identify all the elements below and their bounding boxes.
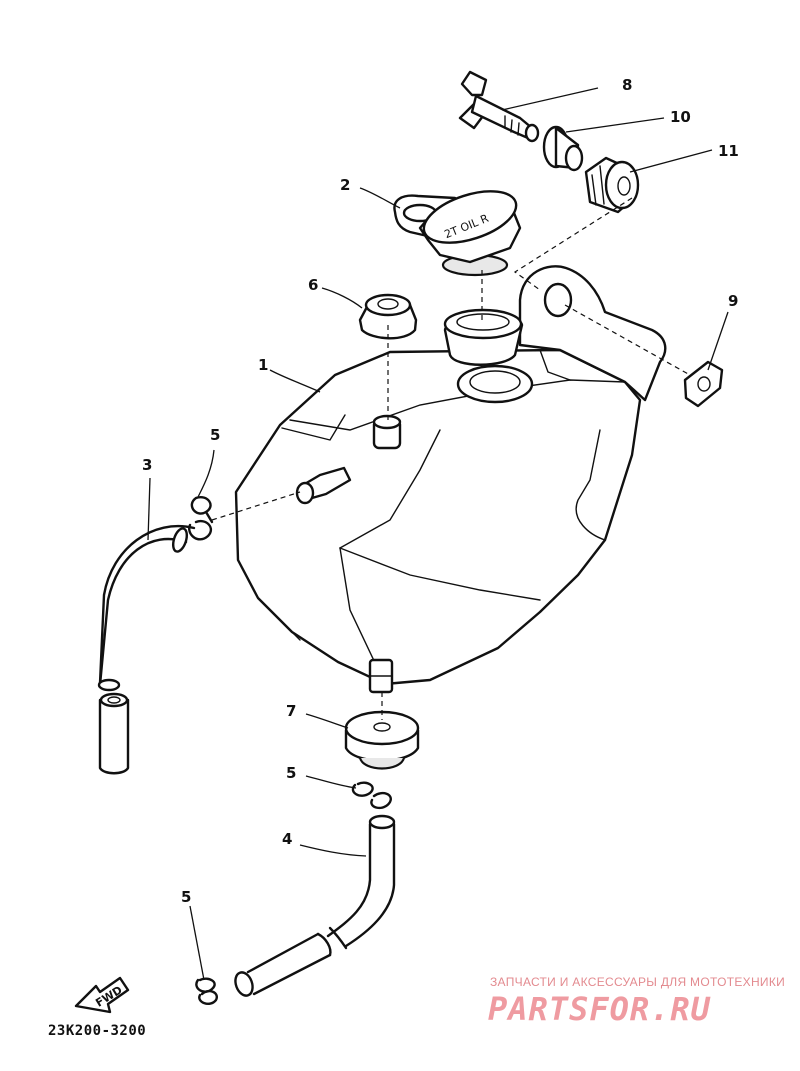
collar bbox=[542, 125, 584, 172]
bolt bbox=[458, 70, 540, 143]
callout-7: 6 bbox=[308, 276, 318, 294]
cap-gasket bbox=[443, 308, 524, 366]
callout-9: 9 bbox=[728, 292, 738, 310]
watermark-brand: PARTSFOR.RU bbox=[488, 990, 711, 1028]
hose-upper bbox=[97, 525, 196, 775]
callout-11: 11 bbox=[718, 142, 739, 160]
leader-lines bbox=[147, 87, 729, 981]
callout-8: 8 bbox=[622, 76, 632, 94]
clip-middle bbox=[351, 781, 392, 810]
clip-lower bbox=[195, 977, 218, 1005]
fwd-arrow-icon: FWD bbox=[74, 976, 130, 1014]
callout-1: 1 bbox=[258, 356, 268, 374]
hose-lower bbox=[234, 814, 396, 997]
callout-5-lower: 5 bbox=[181, 888, 191, 906]
callout-6: 7 bbox=[286, 702, 296, 720]
callout-10: 10 bbox=[670, 108, 691, 126]
grommet-top bbox=[358, 293, 418, 340]
assembly-lines bbox=[211, 197, 691, 720]
callout-5-middle: 5 bbox=[286, 764, 296, 782]
damper bbox=[584, 156, 640, 214]
callout-2: 2 bbox=[340, 176, 350, 194]
callout-4: 4 bbox=[282, 830, 292, 848]
watermark-tagline: ЗАПЧАСТИ И АКСЕССУАРЫ ДЛЯ МОТОТЕХНИКИ bbox=[490, 975, 786, 989]
callout-5-upper: 5 bbox=[210, 426, 220, 444]
callout-3: 3 bbox=[142, 456, 152, 474]
grommet-bottom bbox=[344, 710, 420, 770]
washer bbox=[683, 360, 724, 408]
tank-cap: 2T OIL R bbox=[393, 190, 522, 277]
callout-labels: 8 10 11 2 6 9 1 5 3 7 5 4 5 bbox=[142, 76, 739, 906]
oil-tank bbox=[234, 265, 667, 694]
part-code: 23K200-3200 bbox=[48, 1023, 147, 1039]
clip-upper bbox=[188, 496, 214, 541]
